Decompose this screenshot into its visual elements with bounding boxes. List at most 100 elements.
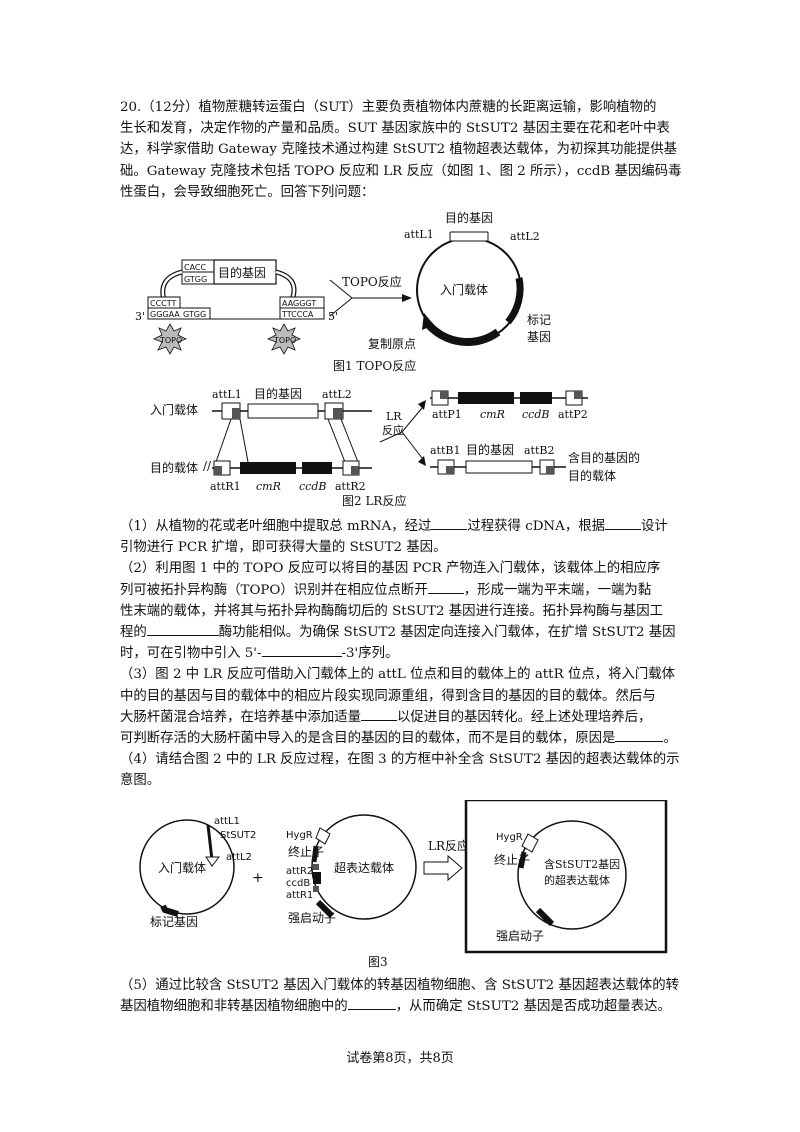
- q3-line4: 可判断存活的大肠杆菌中导入的是含目的基因的目的载体，而不是目的载体，原因是 。: [120, 728, 688, 749]
- blank[interactable]: [431, 516, 468, 530]
- fig1-gene-label: 目的基因: [218, 265, 266, 280]
- topo-left: TOPO: [159, 336, 182, 345]
- q3-text: 大肠杆菌混合培养，在培养基中添加适量: [120, 709, 362, 725]
- q1-text-b: 过程获得 cDNA，根据: [467, 519, 605, 534]
- q2-text: 酶功能相似。为确保 StSUT2 基因定向连接入门载体，在扩增 StSUT2 基…: [218, 625, 676, 641]
- prime-5: 5': [328, 310, 338, 323]
- fig3-lr: LR反应: [428, 838, 469, 853]
- intro-line: 生长和发育，决定作物的产量和品质。SUT 基因家族中的 StSUT2 基因主要在…: [120, 121, 670, 137]
- fig2-lr-2: 反应: [382, 423, 404, 437]
- fig2-attB1: attB1: [430, 444, 460, 457]
- fig3-attR1: attR1: [286, 890, 313, 901]
- fig2-attL2: attL2: [322, 388, 352, 401]
- blank[interactable]: [361, 707, 398, 721]
- q3-text: 可判断存活的大肠杆菌中导入的是含目的基因的目的载体，而不是目的载体，原因是: [120, 731, 616, 747]
- fig2-result-2: 目的载体: [568, 468, 616, 483]
- fig1-ori: 复制原点: [368, 337, 416, 351]
- plus-sign: +: [252, 870, 264, 886]
- fig2: 入门载体 attL1 目的基因 attL2 目的载体 // attR1 cmR …: [150, 386, 640, 493]
- blank[interactable]: [427, 580, 464, 594]
- fig3-hyg: HygR: [286, 830, 313, 841]
- fig2-dest-label: 目的载体: [150, 460, 198, 475]
- fig1-linear: CACC GTGG 目的基因 CCCTT GGGAA GTGG 3' AAGGG…: [135, 259, 412, 355]
- q4-line: （4）请结合图 2 中的 LR 反应过程，在图 3 的方框中补全含 StSUT2…: [120, 752, 680, 768]
- q2-text: -3'序列。: [341, 646, 399, 662]
- question-5: （5）通过比较含 StSUT2 基因入门载体的转基因植物细胞、含 StSUT2 …: [120, 975, 688, 1017]
- fig3-attL2: attL2: [226, 852, 252, 863]
- blank[interactable]: [261, 643, 342, 658]
- fig1-marker-1: 标记: [527, 313, 551, 327]
- q1-text: （1）从植物的花或老叶细胞中提取总 mRNA，经过: [120, 519, 432, 534]
- fig1-attL2: attL2: [510, 230, 540, 243]
- fig3-entry-label: 入门载体: [158, 860, 206, 875]
- fig3-promoter: 强启动子: [288, 911, 336, 925]
- blank[interactable]: [146, 622, 219, 637]
- fig3-attR2: attR2: [286, 866, 313, 877]
- fig1-gene-top: 目的基因: [445, 210, 493, 225]
- q2-text: 列可被拓扑异构酶（TOPO）识别并在相应位点断开: [120, 582, 428, 598]
- fig2-attR1: attR1: [210, 480, 241, 493]
- left-end-bottom: GGGAA: [150, 310, 180, 319]
- fig2-attP2: attP2: [558, 408, 588, 421]
- q2-text: 时，可在引物中引入 5'-: [120, 646, 262, 662]
- fig2-result-1: 含目的基因的: [568, 450, 640, 465]
- question-intro: 20.（12分）植物蔗糖转运蛋白（SUT）主要负责植物体内蔗糖的长距离运输，影响…: [120, 97, 688, 203]
- q2-text: ，形成一端为平末端，一端为黏: [463, 582, 652, 598]
- right-end-top: AAGGGT: [282, 299, 316, 308]
- intro-line: 性蛋白，会导致细胞死亡。回答下列问题：: [120, 184, 375, 200]
- fig3-over-label: 超表达载体: [334, 860, 394, 875]
- fig2-attB2: attB2: [524, 444, 554, 457]
- fig3-caption: 图3: [368, 955, 388, 969]
- q4-line: 意图。: [120, 773, 161, 789]
- left-tail: GTGG: [183, 310, 206, 319]
- topo-reaction-label: TOPO反应: [342, 274, 402, 289]
- blank[interactable]: [347, 996, 396, 1011]
- fig3-stsut2: StSUT2: [220, 830, 256, 841]
- fig3-entry: attL1 StSUT2 attL2 入门载体 标记基因: [139, 816, 256, 929]
- adapter-top-2: GTGG: [184, 275, 207, 284]
- q3-line: 中的目的基因与目的载体中的相应片段实现同源重组，得到含目的基因的目的载体。然后与: [120, 688, 656, 704]
- q3-line3: 大肠杆菌混合培养，在培养基中添加适量 以促进目的基因转化。经上述处理培养后，: [120, 707, 688, 728]
- blank[interactable]: [615, 728, 664, 743]
- fig2-cmR: cmR: [256, 480, 281, 493]
- blank[interactable]: [605, 516, 641, 530]
- fig3-over: HygR 终止子 attR2 ccdB attR1 强启动子 超表达载体: [286, 814, 417, 925]
- prime-3: 3': [135, 310, 145, 323]
- fig2-attP1: attP1: [432, 408, 462, 421]
- fig3-ccdB: ccdB: [286, 878, 310, 889]
- q5-line2: 基因植物细胞和非转基因植物细胞中的，从而确定 StSUT2 基因是否成功超量表达…: [120, 996, 688, 1017]
- q2-text: 程的: [120, 625, 147, 641]
- fig1-marker-2: 基因: [527, 330, 551, 344]
- fig3-result-center-2: 的超表达载体: [544, 873, 610, 887]
- fig1-plasmid-center: 入门载体: [440, 282, 488, 297]
- fig1-caption: 图1 TOPO反应: [333, 358, 416, 373]
- fig1-plasmid: 目的基因 attL1 attL2 入门载体 标记 基因 复制原点: [368, 210, 551, 351]
- fig2-gene-2: 目的基因: [466, 442, 514, 457]
- right-end-bottom: TTCCCA: [281, 310, 314, 319]
- q3-text: 。: [663, 731, 677, 747]
- fig2-gene: 目的基因: [254, 386, 302, 401]
- intro-line: 20.（12分）植物蔗糖转运蛋白（SUT）主要负责植物体内蔗糖的长距离运输，影响…: [120, 100, 657, 115]
- fig3-attL1: attL1: [214, 816, 240, 827]
- q5-text: ，从而确定 StSUT2 基因是否成功超量表达。: [395, 999, 671, 1015]
- fig2-ccdB: ccdB: [299, 480, 326, 493]
- fig2-attR2: attR2: [335, 480, 366, 493]
- fig3-result-prom: 强启动子: [496, 929, 544, 943]
- figure-3: attL1 StSUT2 attL2 入门载体 标记基因 + HygR 终止子 …: [139, 800, 668, 969]
- fig3-result-term: 终止子: [494, 852, 530, 867]
- fig2-lr-1: LR: [386, 410, 402, 423]
- adapter-top-1: CACC: [184, 263, 207, 272]
- fig2-ccdB-2: ccdB: [522, 408, 549, 421]
- fig3-result-box: HygR 终止子 含StSUT2基因 的超表达载体 强启动子: [464, 800, 668, 954]
- questions-1-4: （1）从植物的花或老叶细胞中提取总 mRNA，经过过程获得 cDNA，根据设计 …: [120, 516, 688, 792]
- q3-text: 以促进目的基因转化。经上述处理培养后，: [397, 709, 652, 725]
- fig3-marker: 标记基因: [150, 915, 198, 929]
- q2-line5: 时，可在引物中引入 5'- -3'序列。: [120, 643, 688, 664]
- intro-line: 达，科学家借助 Gateway 克隆技术通过构建 StSUT2 植物超表达载体，…: [120, 142, 677, 158]
- page-footer: 试卷第8页，共8页: [346, 1051, 454, 1066]
- q1-text-c: 设计: [641, 519, 668, 534]
- fig2-entry-label: 入门载体: [150, 402, 198, 417]
- q2-line4: 程的 酶功能相似。为确保 StSUT2 基因定向连接入门载体，在扩增 StSUT2…: [120, 622, 688, 643]
- q5-line: （5）通过比较含 StSUT2 基因入门载体的转基因植物细胞、含 StSUT2 …: [120, 978, 679, 993]
- fig2-attL1: attL1: [212, 388, 242, 401]
